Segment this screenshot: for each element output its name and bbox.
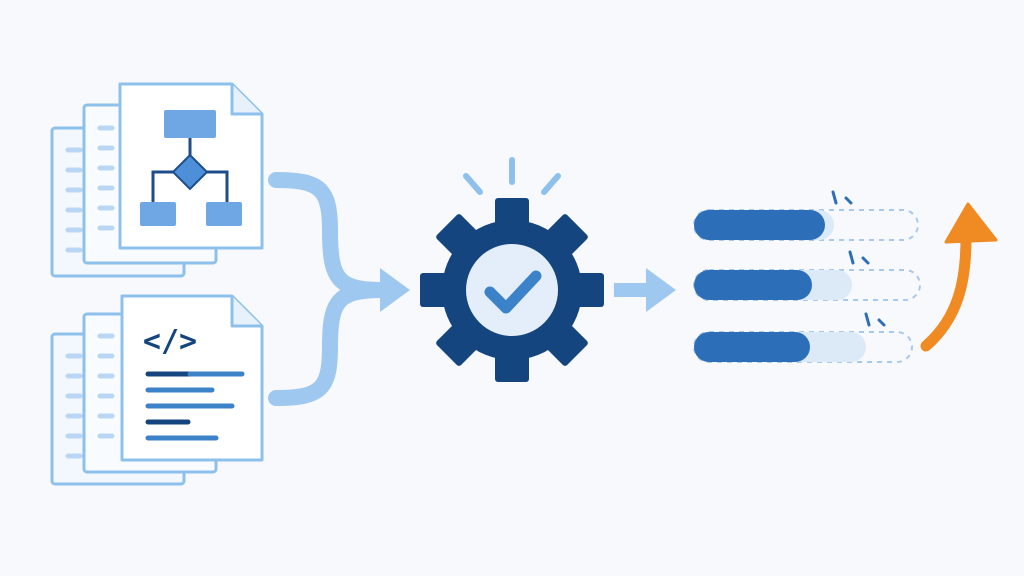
bar-fill bbox=[694, 210, 825, 240]
spark-lines bbox=[463, 157, 561, 195]
code-lines bbox=[145, 371, 245, 441]
output-arrow bbox=[614, 268, 676, 312]
front-document bbox=[120, 294, 264, 462]
gear-check-icon bbox=[420, 157, 604, 382]
connector-arrowhead bbox=[380, 268, 410, 312]
flowchart-icon bbox=[140, 110, 242, 226]
bar-fill bbox=[694, 332, 810, 362]
merge-connector bbox=[268, 172, 410, 406]
sparkle-icon bbox=[831, 190, 853, 205]
flowchart-document-stack bbox=[50, 82, 264, 278]
progress-bar bbox=[693, 312, 913, 363]
up-arrow-icon bbox=[920, 202, 998, 352]
progress-bars bbox=[693, 190, 921, 363]
sparkle-icon bbox=[848, 250, 870, 265]
progress-bar bbox=[693, 250, 921, 301]
sparkle-icon bbox=[864, 312, 886, 327]
progress-bar bbox=[693, 190, 919, 241]
checkmark-icon bbox=[484, 270, 542, 314]
code-icon: </> bbox=[143, 324, 197, 359]
bar-fill bbox=[694, 270, 812, 300]
code-document-stack: </> bbox=[50, 294, 264, 486]
